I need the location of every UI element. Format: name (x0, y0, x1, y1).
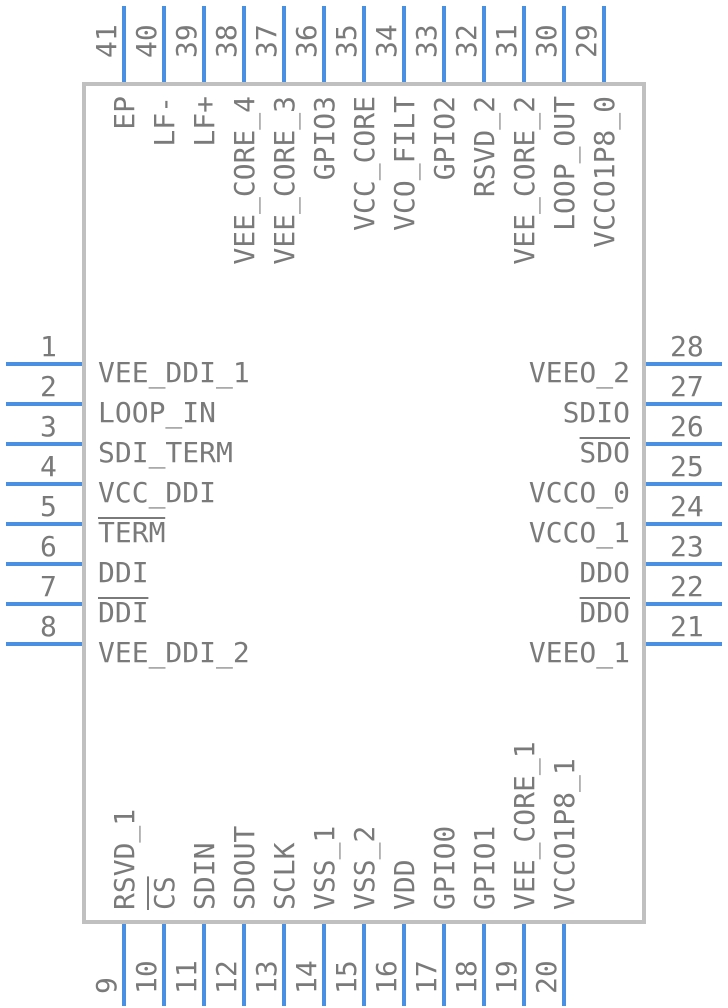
pin-35-number: 35 (330, 24, 363, 58)
pin-36-label: GPIO3 (308, 96, 341, 180)
pin-41-number: 41 (90, 24, 123, 58)
pin-13-label: SCLK (268, 842, 301, 910)
pin-20-number: 20 (530, 960, 563, 994)
pin-7-number: 7 (40, 570, 57, 603)
pin-3-label: SDI_TERM (98, 436, 233, 470)
pin-26-label: SDO (579, 436, 630, 469)
pin-20-label: VCCO1P8_1 (548, 758, 582, 910)
pin-7-label: DDI (98, 596, 149, 629)
pin-19-number: 19 (490, 960, 523, 994)
pin-40-label: LF- (148, 96, 181, 147)
pin-19-label: VEE_CORE_1 (508, 741, 542, 910)
pin-33-label: GPIO2 (428, 96, 461, 180)
pin-41-label: EP (108, 96, 141, 130)
pin-28-number: 28 (670, 330, 704, 363)
pin-23-number: 23 (670, 530, 704, 563)
pin-10-number: 10 (130, 960, 163, 994)
pin-26-number: 26 (670, 410, 704, 443)
pin-22-label: DDO (579, 596, 630, 629)
pin-29-number: 29 (570, 24, 603, 58)
pin-12-number: 12 (210, 960, 243, 994)
pin-8-label: VEE_DDI_2 (98, 636, 250, 670)
pin-29-label: VCCO1P8_0 (588, 96, 622, 248)
pin-39-label: LF+ (188, 96, 221, 147)
pin-37-number: 37 (250, 24, 283, 58)
pin-32-number: 32 (450, 24, 483, 58)
pin-5-label: TERM (98, 516, 165, 549)
pin-12-label: SDOUT (228, 826, 261, 910)
pin-27-label: SDIO (563, 396, 630, 429)
pin-33-number: 33 (410, 24, 443, 58)
pin-27-number: 27 (670, 370, 704, 403)
pin-30-number: 30 (530, 24, 563, 58)
pin-16-label: VDD (388, 859, 421, 910)
pin-25-label: VCCO_0 (529, 476, 630, 510)
pin-36-number: 36 (290, 24, 323, 58)
pin-22-number: 22 (670, 570, 704, 603)
pin-16-number: 16 (370, 960, 403, 994)
pin-4-label: VCC_DDI (98, 476, 216, 510)
pin-37-label: VEE_CORE_3 (268, 96, 302, 265)
pin-32-label: RSVD_2 (468, 96, 502, 197)
pin-1-number: 1 (40, 330, 57, 363)
pin-2-label: LOOP_IN (98, 396, 216, 430)
ic-body-outline (82, 82, 646, 924)
pin-8-number: 8 (40, 610, 57, 643)
pin-30-label: LOOP_OUT (548, 96, 582, 231)
pin-35-label: VCC_CORE (348, 96, 382, 231)
pin-11-label: SDIN (188, 843, 221, 910)
pin-3-number: 3 (40, 410, 57, 443)
pin-15-number: 15 (330, 960, 363, 994)
pin-15-label: VSS_2 (348, 826, 382, 910)
pin-2-number: 2 (40, 370, 57, 403)
pin-23-label: DDO (579, 556, 630, 589)
pin-9-label: RSVD_1 (108, 809, 142, 910)
pin-25-number: 25 (670, 450, 704, 483)
pin-28-label: VEEO_2 (529, 356, 630, 390)
pin-39-number: 39 (170, 24, 203, 58)
pin-38-label: VEE_CORE_4 (228, 96, 262, 265)
pin-31-number: 31 (490, 24, 523, 58)
pin-14-number: 14 (290, 960, 323, 994)
pin-1-label: VEE_DDI_1 (98, 356, 250, 390)
pin-6-label: DDI (98, 556, 149, 589)
pin-21-number: 21 (670, 610, 704, 643)
pin-11-number: 11 (170, 960, 203, 994)
pin-34-number: 34 (370, 24, 403, 58)
pin-13-number: 13 (250, 960, 283, 994)
pin-34-label: VCO_FILT (388, 96, 422, 231)
pin-21-label: VEEO_1 (529, 636, 630, 670)
pin-24-number: 24 (670, 490, 704, 523)
pin-5-number: 5 (40, 490, 57, 523)
pin-4-number: 4 (40, 450, 57, 483)
pin-38-number: 38 (210, 24, 243, 58)
pin-18-label: GPIO1 (468, 826, 501, 910)
pin-6-number: 6 (40, 530, 57, 563)
pin-17-label: GPIO0 (428, 826, 461, 910)
pin-40-number: 40 (130, 24, 163, 58)
pin-17-number: 17 (410, 960, 443, 994)
pin-18-number: 18 (450, 960, 483, 994)
pin-14-label: VSS_1 (308, 826, 342, 910)
pin-10-label: CS (148, 876, 181, 910)
pin-9-number: 9 (90, 977, 123, 994)
pin-24-label: VCCO_1 (529, 516, 630, 550)
pin-31-label: VEE_CORE_2 (508, 96, 542, 265)
